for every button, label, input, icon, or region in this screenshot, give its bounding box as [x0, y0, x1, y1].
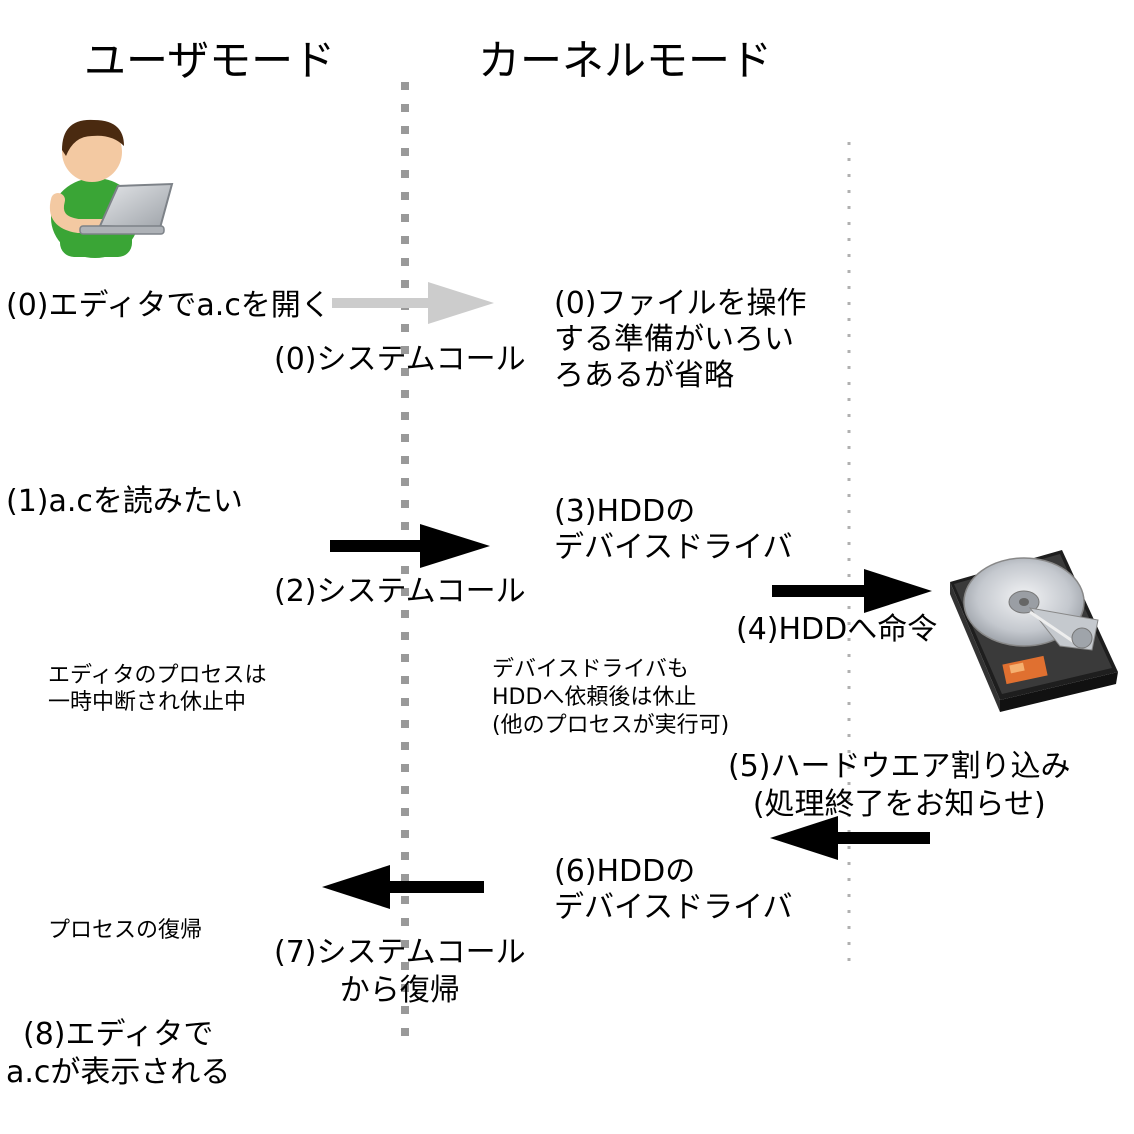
step-6-hdd-driver: (6)HDDの デバイスドライバ — [554, 854, 793, 925]
note-driver-suspended: デバイスドライバも HDDへ依頼後は休止 (他のプロセスが実行可) — [492, 657, 730, 738]
arrow-interrupt-left — [770, 816, 930, 860]
step-1-read-file: (1)a.cを読みたい — [6, 484, 243, 519]
step-7-syscall-return: (7)システムコール から復帰 — [274, 935, 526, 1008]
step-5-hardware-interrupt: (5)ハードウエア割り込み (処理終了をお知らせ) — [728, 749, 1071, 822]
arrow-return-left — [322, 865, 484, 909]
arrow-hdd-command — [772, 569, 932, 613]
user-mode-header: ユーザモード — [84, 36, 336, 85]
note-editor-suspended: エディタのプロセスは 一時中断され休止中 — [48, 663, 267, 715]
step-2-system-call: (2)システムコール — [274, 574, 526, 609]
step-3-hdd-driver: (3)HDDの デバイスドライバ — [554, 494, 793, 565]
arrow-open-gray — [332, 282, 494, 324]
step-0-prepare-note: (0)ファイルを操作 する準備がいろい ろあるが省略 — [554, 286, 807, 393]
step-0-system-call: (0)システムコール — [274, 342, 526, 377]
step-8-editor-display: (8)エディタで a.cが表示される — [6, 1017, 231, 1090]
step-4-hdd-command: (4)HDDへ命令 — [736, 612, 938, 647]
arrow-syscall-right — [330, 524, 490, 568]
note-process-resume: プロセスの復帰 — [48, 918, 203, 943]
kernel-mode-header: カーネルモード — [478, 36, 773, 85]
hard-disk-drive-icon — [950, 550, 1118, 712]
user-with-laptop-icon — [50, 119, 174, 258]
step-0-open-file: (0)エディタでa.cを開く — [6, 288, 331, 323]
